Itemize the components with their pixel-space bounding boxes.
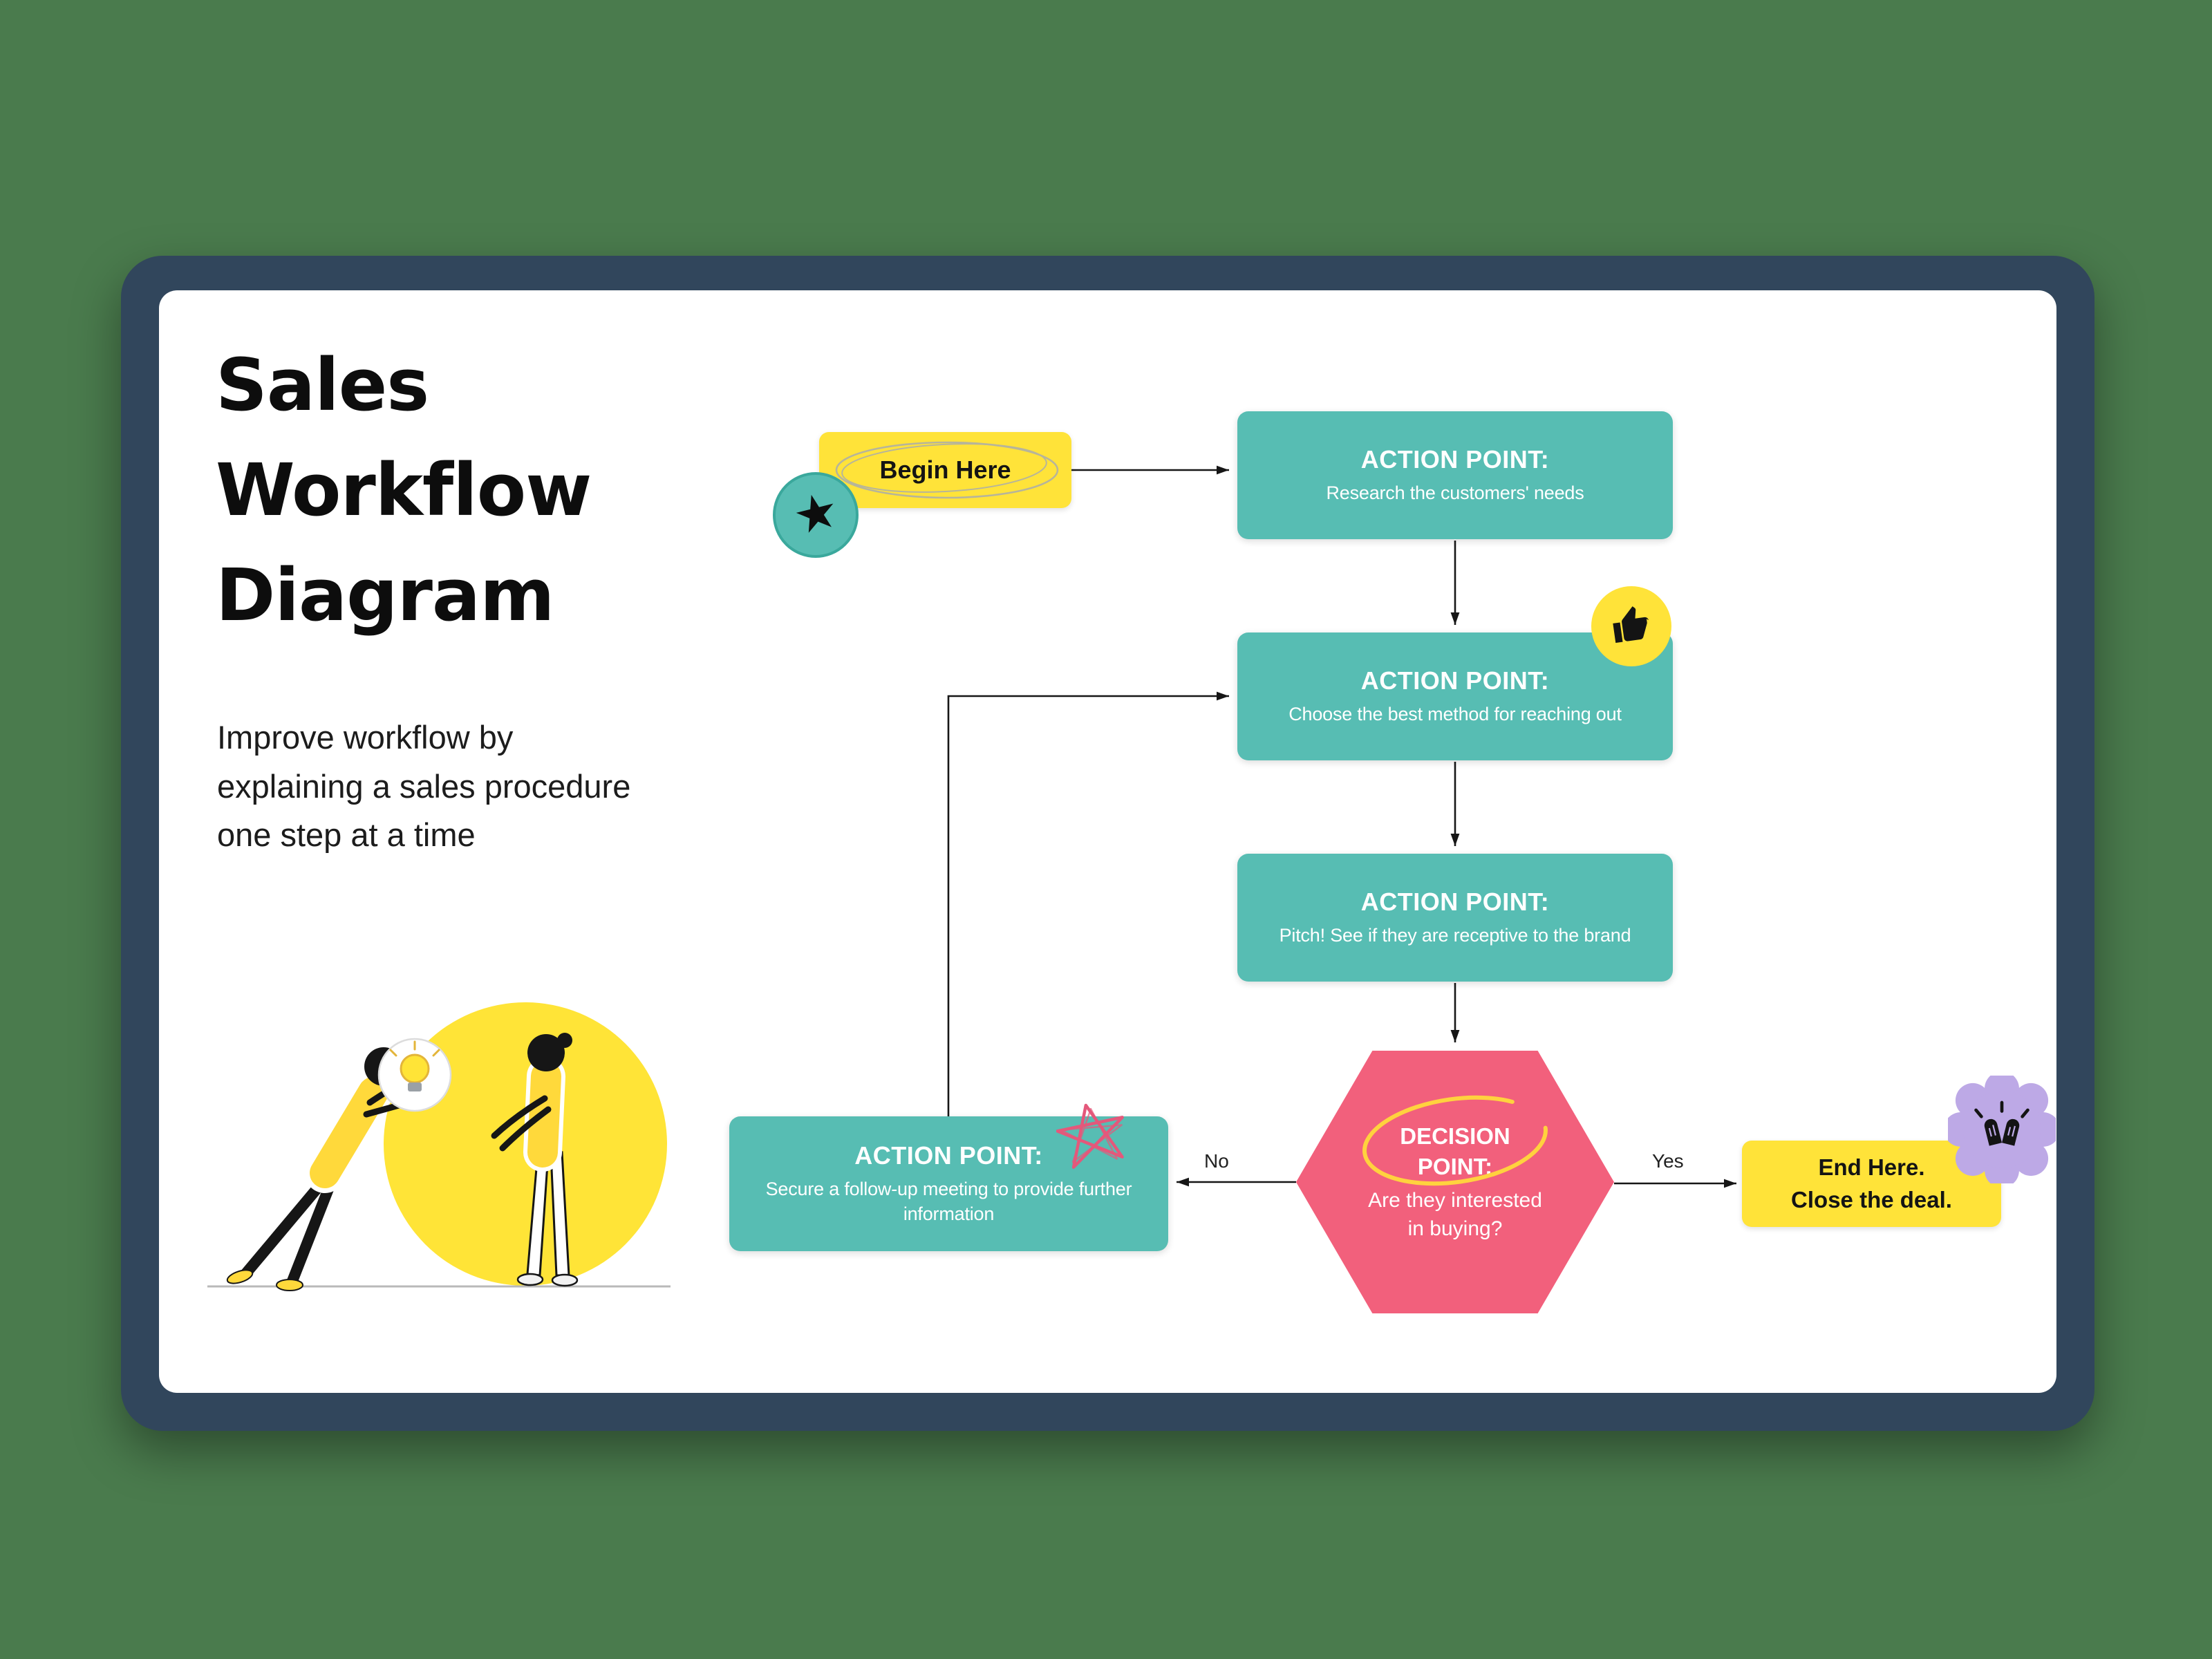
lightbulb-icon bbox=[377, 1038, 452, 1112]
edge-label-no: No bbox=[1204, 1150, 1229, 1172]
node-title: ACTION POINT: bbox=[1360, 887, 1550, 916]
page-subtitle: Improve workflow by explaining a sales p… bbox=[217, 719, 631, 853]
node-text: Secure a follow-up meeting to provide fu… bbox=[765, 1178, 1132, 1224]
page-title: Sales Workflow Diagram bbox=[216, 343, 592, 637]
node-title: ACTION POINT: bbox=[1360, 666, 1550, 695]
node-action-pitch: ACTION POINT: Pitch! See if they are rec… bbox=[1237, 854, 1673, 982]
teamwork-illustration bbox=[207, 1002, 671, 1291]
flower-shape bbox=[1948, 1076, 2056, 1183]
node-text: Choose the best method for reaching out bbox=[1288, 703, 1622, 724]
node-begin: Begin Here bbox=[819, 432, 1071, 508]
node-action-research: ACTION POINT: Research the customers' ne… bbox=[1237, 411, 1673, 539]
person-right bbox=[491, 1033, 579, 1287]
scribble-star-icon bbox=[1056, 1103, 1124, 1169]
edge-followup-loop bbox=[947, 691, 1229, 1116]
node-text: Pitch! See if they are receptive to the … bbox=[1279, 924, 1631, 946]
celebrate-badge bbox=[1948, 1076, 2056, 1183]
start-badge: ★ bbox=[773, 472, 859, 558]
node-decision: DECISION POINT: Are they interested in b… bbox=[1296, 1051, 1614, 1313]
raised-hands-icon bbox=[1974, 1100, 2030, 1146]
star-icon: ★ bbox=[787, 479, 845, 547]
node-action-method: ACTION POINT: Choose the best method for… bbox=[1237, 632, 1673, 760]
approve-badge bbox=[1591, 586, 1671, 666]
node-action-followup: ACTION POINT: Secure a follow-up meeting… bbox=[729, 1116, 1168, 1251]
node-title: DECISION POINT: bbox=[1400, 1123, 1510, 1179]
node-title: ACTION POINT: bbox=[854, 1141, 1043, 1170]
edge-label-yes: Yes bbox=[1652, 1150, 1684, 1172]
slide: Sales Workflow Diagram Improve workflow … bbox=[159, 290, 2056, 1393]
node-text: Research the customers' needs bbox=[1326, 482, 1584, 503]
node-title: ACTION POINT: bbox=[1360, 444, 1550, 474]
thumbs-up-icon bbox=[1613, 606, 1649, 644]
slide-card: Sales Workflow Diagram Improve workflow … bbox=[121, 256, 2094, 1431]
node-text: Are they interested in buying? bbox=[1368, 1189, 1542, 1240]
begin-label: Begin Here bbox=[879, 456, 1011, 484]
